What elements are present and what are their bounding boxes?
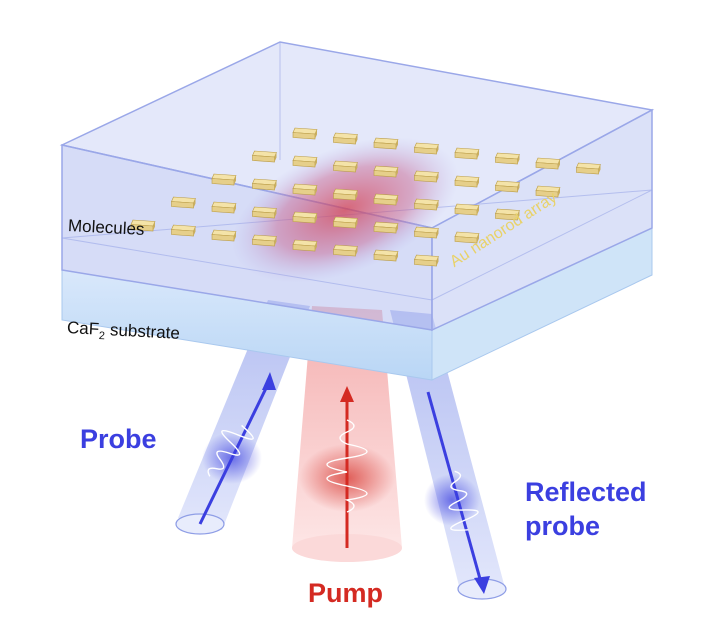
nanorod bbox=[292, 183, 318, 196]
nanorod bbox=[535, 157, 561, 170]
substrate-formula: CaF bbox=[66, 318, 100, 339]
nanorod bbox=[252, 234, 277, 247]
excitation-hotspot bbox=[231, 137, 459, 283]
nanorod bbox=[454, 147, 480, 160]
nanorod bbox=[373, 249, 399, 262]
nanorod bbox=[414, 170, 439, 183]
nanorod bbox=[454, 203, 480, 216]
molecules-label: Molecules bbox=[67, 216, 145, 239]
pump-label: Pump bbox=[308, 578, 384, 608]
nanorod bbox=[211, 229, 237, 242]
nanorod bbox=[211, 173, 237, 186]
nanorod bbox=[292, 127, 318, 140]
nanorod bbox=[171, 224, 196, 237]
reflected-probe-pulse bbox=[424, 470, 480, 531]
probe-label: Probe bbox=[80, 424, 157, 454]
nanorod bbox=[292, 211, 318, 224]
nanorod bbox=[211, 201, 237, 214]
substrate-text: substrate bbox=[104, 320, 181, 343]
nanorod bbox=[495, 180, 520, 193]
probe-pulse bbox=[202, 424, 262, 484]
nanorod bbox=[414, 226, 439, 239]
nanorod bbox=[495, 208, 520, 221]
nanorod bbox=[333, 216, 358, 229]
reflected-probe-label: Reflected probe bbox=[525, 475, 647, 543]
nanorod bbox=[414, 142, 439, 155]
nanorod bbox=[292, 239, 318, 252]
nanorod bbox=[454, 231, 480, 244]
nanorod bbox=[414, 254, 439, 267]
nanorod bbox=[252, 178, 277, 191]
nanorod bbox=[414, 198, 439, 211]
nanorod bbox=[333, 160, 358, 173]
nanorod bbox=[576, 162, 601, 175]
pump-pulse bbox=[299, 419, 395, 513]
nanorod bbox=[535, 185, 561, 198]
nanorod bbox=[373, 193, 399, 206]
nanorod bbox=[171, 196, 196, 209]
nanorod bbox=[130, 219, 156, 232]
nanorod bbox=[252, 206, 277, 219]
au-nanorod-array bbox=[130, 127, 601, 267]
nanorod bbox=[333, 188, 358, 201]
nanorod bbox=[333, 132, 358, 145]
nanorod bbox=[373, 137, 399, 150]
reflected-label-line2: probe bbox=[525, 511, 601, 541]
nanorod bbox=[454, 175, 480, 188]
nanorod bbox=[495, 152, 520, 165]
nanorod bbox=[252, 150, 277, 163]
nanorod bbox=[292, 155, 318, 168]
nanorod bbox=[373, 221, 399, 234]
nanorod bbox=[333, 244, 358, 257]
nanorod bbox=[373, 165, 399, 178]
reflected-label-line1: Reflected bbox=[525, 477, 647, 507]
